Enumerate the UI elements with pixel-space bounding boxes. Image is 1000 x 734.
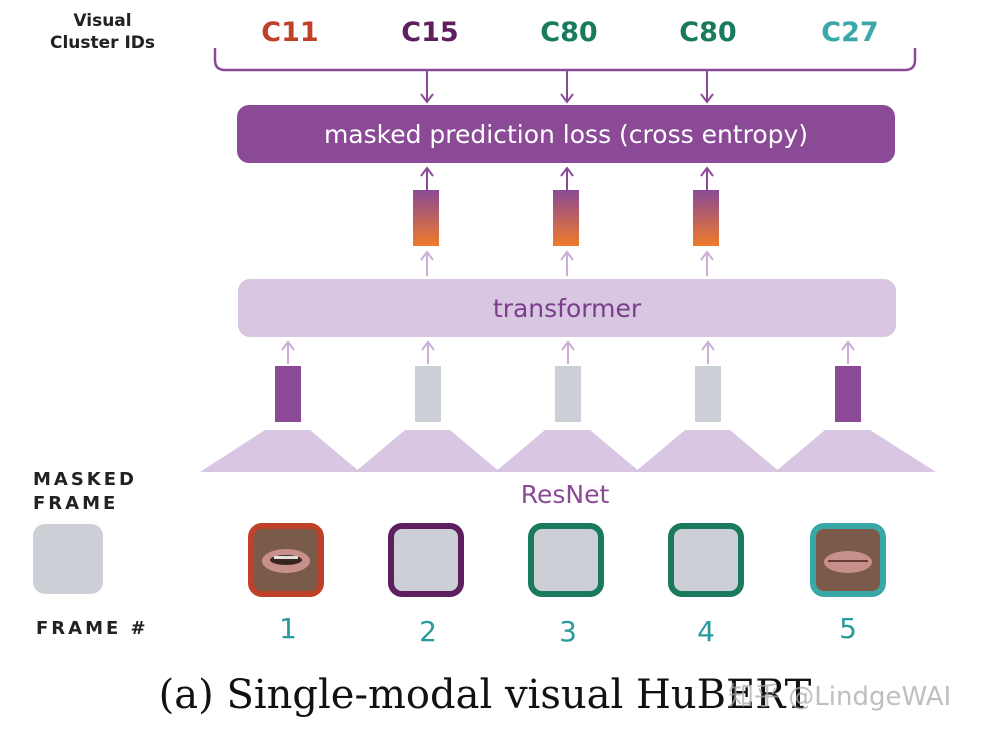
transformer-label: transformer (492, 293, 642, 323)
frame-number-3: 3 (559, 615, 577, 648)
frame-3-masked (528, 523, 604, 597)
output-feature-bar-2 (413, 190, 439, 246)
transformer-to-output-arrows (420, 250, 714, 276)
frame-number-1: 1 (279, 612, 297, 645)
input-feature-bar-3 (555, 366, 581, 422)
frame-number-title: FRAME # (36, 618, 149, 639)
features-to-transformer-arrows (281, 340, 855, 364)
output-feature-bar-4 (693, 190, 719, 246)
input-feature-bar-4 (695, 366, 721, 422)
cluster-id-5: C27 (821, 17, 879, 48)
cluster-id-1: C11 (261, 17, 319, 48)
frame-number-4: 4 (697, 615, 715, 648)
lips-icon (254, 529, 318, 591)
loss-to-cluster-arrows (420, 70, 714, 104)
resnet-label: ResNet (520, 480, 610, 509)
lips-icon (816, 529, 880, 591)
watermark: 知乎 @LindgeWAI (728, 682, 952, 712)
cluster-id-3: C80 (540, 17, 598, 48)
resnet-blocks (200, 430, 936, 472)
input-feature-bar-2 (415, 366, 441, 422)
frame-4-masked (668, 523, 744, 597)
frame-5-lip-image (810, 523, 886, 597)
frame-number-5: 5 (839, 612, 857, 645)
frame-1-lip-image (248, 523, 324, 597)
loss-label: masked prediction loss (cross entropy) (323, 119, 809, 149)
input-feature-bar-5 (835, 366, 861, 422)
frame-number-2: 2 (419, 615, 437, 648)
cluster-id-4: C80 (679, 17, 737, 48)
cluster-bracket (213, 48, 917, 72)
cluster-id-2: C15 (401, 17, 459, 48)
output-feature-bar-3 (553, 190, 579, 246)
frame-2-masked (388, 523, 464, 597)
figure-caption: (a) Single-modal visual HuBERT (158, 672, 812, 718)
transformer-box: transformer (238, 279, 896, 337)
cluster-ids-title: Visual Cluster IDs (49, 11, 156, 53)
masked-prediction-loss-box: masked prediction loss (cross entropy) (237, 105, 895, 163)
input-feature-bar-1 (275, 366, 301, 422)
output-to-loss-arrows (420, 166, 714, 190)
masked-frame-title: MASKED FRAME (33, 469, 137, 514)
masked-frame-legend-swatch (33, 524, 103, 594)
